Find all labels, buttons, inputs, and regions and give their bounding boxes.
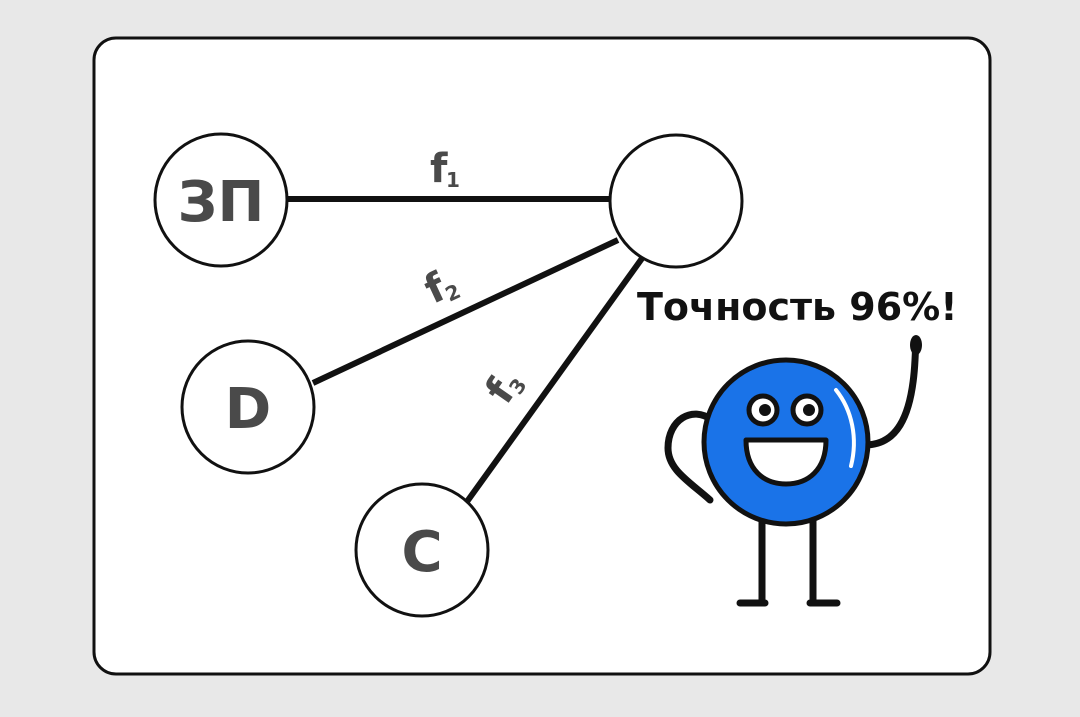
node-zp-label: ЗП <box>178 170 265 235</box>
node-d-label: D <box>225 377 271 442</box>
edge-label-f1: f 1 <box>430 146 460 192</box>
node-output <box>608 133 744 269</box>
node-d: D <box>180 339 316 475</box>
node-zp-circle <box>153 132 289 268</box>
node-c-label: C <box>401 520 442 585</box>
node-c: C <box>354 482 490 618</box>
node-c-circle <box>354 482 490 618</box>
edge-label-f1-base: f <box>430 146 448 192</box>
edge-label-f1-sub: 1 <box>446 168 460 192</box>
node-output-circle <box>608 133 744 269</box>
accuracy-callout: Точность 96%! <box>637 285 958 329</box>
edge-c-output <box>463 255 646 505</box>
node-d-circle <box>180 339 316 475</box>
node-zp: ЗП <box>153 132 289 268</box>
edge-d-output <box>311 237 620 386</box>
blue-ball-mascot-icon <box>664 335 922 607</box>
